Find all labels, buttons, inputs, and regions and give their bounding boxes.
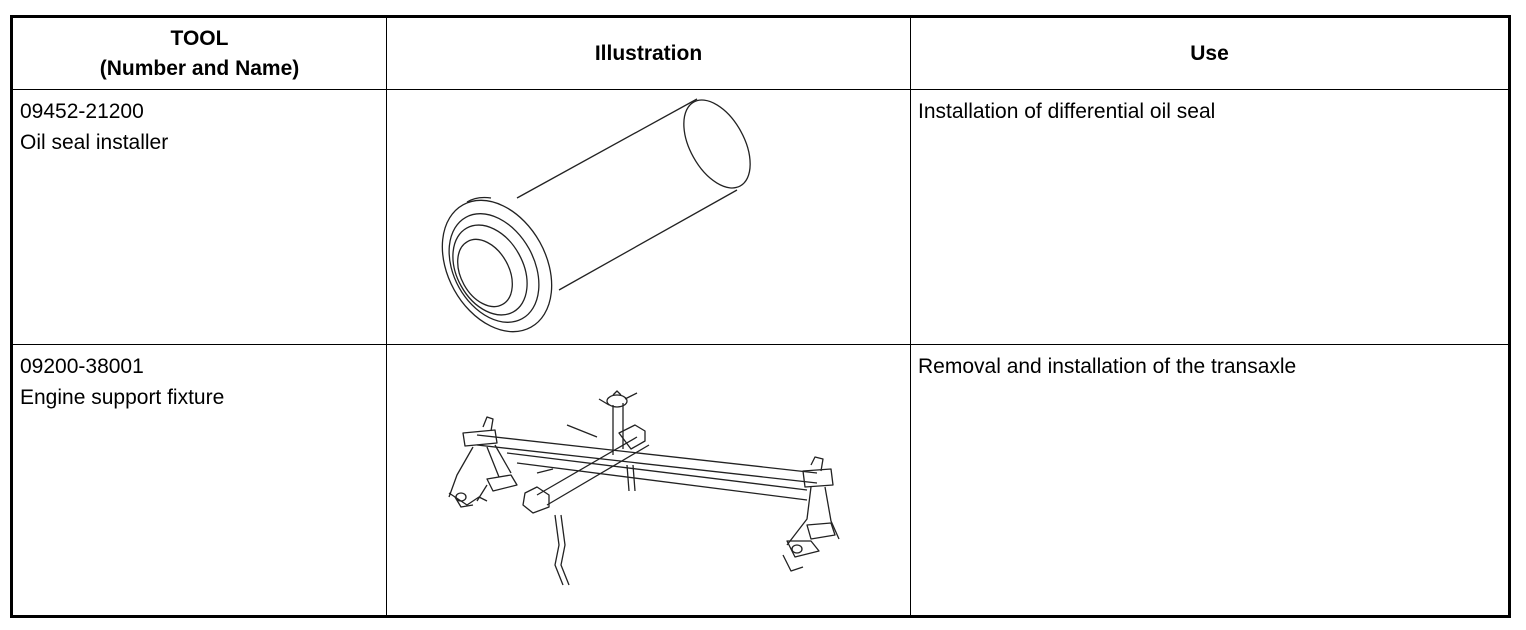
engine-support-fixture-icon: [448, 390, 840, 586]
illustration-cell: [386, 344, 911, 617]
header-tool: TOOL (Number and Name): [11, 16, 387, 90]
tool-number: 09452-21200: [20, 100, 144, 123]
tool-use: Installation of differential oil seal: [918, 100, 1216, 123]
header-row: TOOL (Number and Name) Illustration Use: [11, 16, 1510, 90]
oil-seal-installer-icon: [441, 98, 751, 333]
header-tool-title: TOOL: [170, 27, 229, 51]
table-row: 09452-21200 Oil seal installer: [11, 89, 1510, 345]
tool-cell: 09452-21200 Oil seal installer: [11, 89, 387, 345]
tool-name: Oil seal installer: [20, 131, 169, 154]
tool-number: 09200-38001: [20, 355, 144, 378]
header-illustration: Illustration: [386, 16, 911, 90]
header-tool-subtitle: (Number and Name): [99, 56, 300, 80]
header-use: Use: [910, 16, 1510, 90]
tool-use: Removal and installation of the transaxl…: [918, 355, 1297, 378]
tool-cell: 09200-38001 Engine support fixture: [11, 344, 387, 617]
illustration-cell: [386, 89, 911, 345]
use-cell: Installation of differential oil seal: [910, 89, 1510, 345]
tool-name: Engine support fixture: [20, 386, 225, 409]
table-row: 09200-38001 Engine support fixture: [11, 344, 1510, 617]
special-tools-table: TOOL (Number and Name) Illustration Use …: [10, 15, 1511, 618]
use-cell: Removal and installation of the transaxl…: [910, 344, 1510, 617]
